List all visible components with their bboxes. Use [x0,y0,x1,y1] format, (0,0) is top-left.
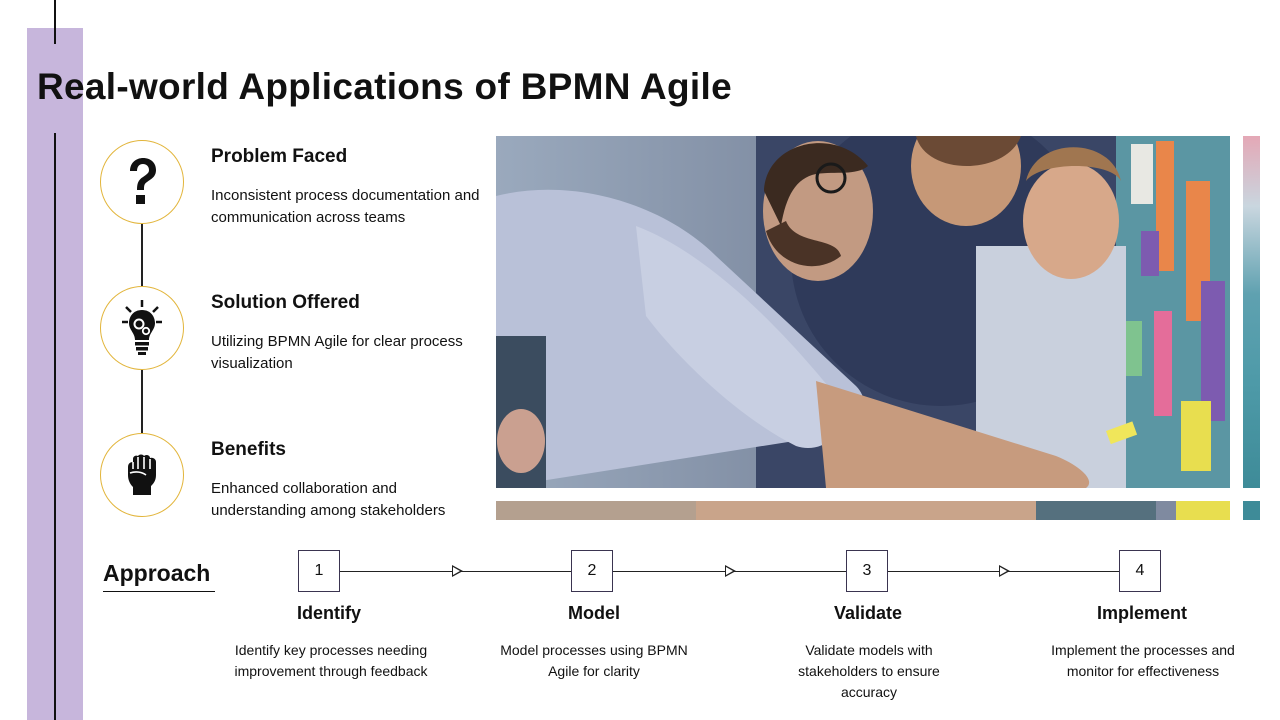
item-3-circle [100,433,184,517]
step-4-title: Implement [1096,603,1188,623]
item-1-heading: Problem Faced [211,146,348,167]
lightbulb-gear-icon [122,300,162,355]
item-1-circle [100,140,184,224]
step-1-number-box: 1 [298,550,340,592]
step-1-text: Identify key processes needing improveme… [234,642,428,679]
connector-1 [141,224,143,286]
step-arrow-1 [452,565,463,577]
item-2-heading: Solution Offered [211,292,360,313]
decor-line-top [54,0,56,44]
raised-fist-icon [128,454,156,495]
slide-title: Real-world Applications of BPMN Agile [37,66,732,107]
decor-line-main [54,133,56,720]
step-2-title: Model [568,603,620,623]
step-3-number-box: 3 [846,550,888,592]
step-4-number-box: 4 [1119,550,1161,592]
item-1-text: Inconsistent process documentation and c… [211,187,480,226]
photo-strip-illustration [496,501,1230,520]
item-3-text: Enhanced collaboration and understanding… [211,480,446,519]
step-arrow-2 [725,565,736,577]
photo-bottom-strip [496,501,1230,520]
step-4-text: Implement the processes and monitor for … [1051,642,1235,679]
team-photo-illustration [496,136,1230,488]
step-2-text: Model processes using BPMN Agile for cla… [500,642,688,679]
item-3-heading: Benefits [211,439,286,460]
team-collaboration-photo [496,136,1230,488]
photo-edge-strip [1243,501,1260,520]
step-arrow-3 [999,565,1010,577]
item-2-text: Utilizing BPMN Agile for clear process v… [211,333,463,372]
step-3-title: Validate [833,603,903,623]
step-2-number-box: 2 [571,550,613,592]
question-mark-icon [130,158,156,204]
step-3-text: Validate models with stakeholders to ens… [798,642,940,700]
photo-edge-slice [1243,136,1260,488]
connector-2 [141,370,143,433]
step-1-title: Identify [296,603,361,623]
approach-heading: Approach [103,560,215,592]
item-2-circle [100,286,184,370]
